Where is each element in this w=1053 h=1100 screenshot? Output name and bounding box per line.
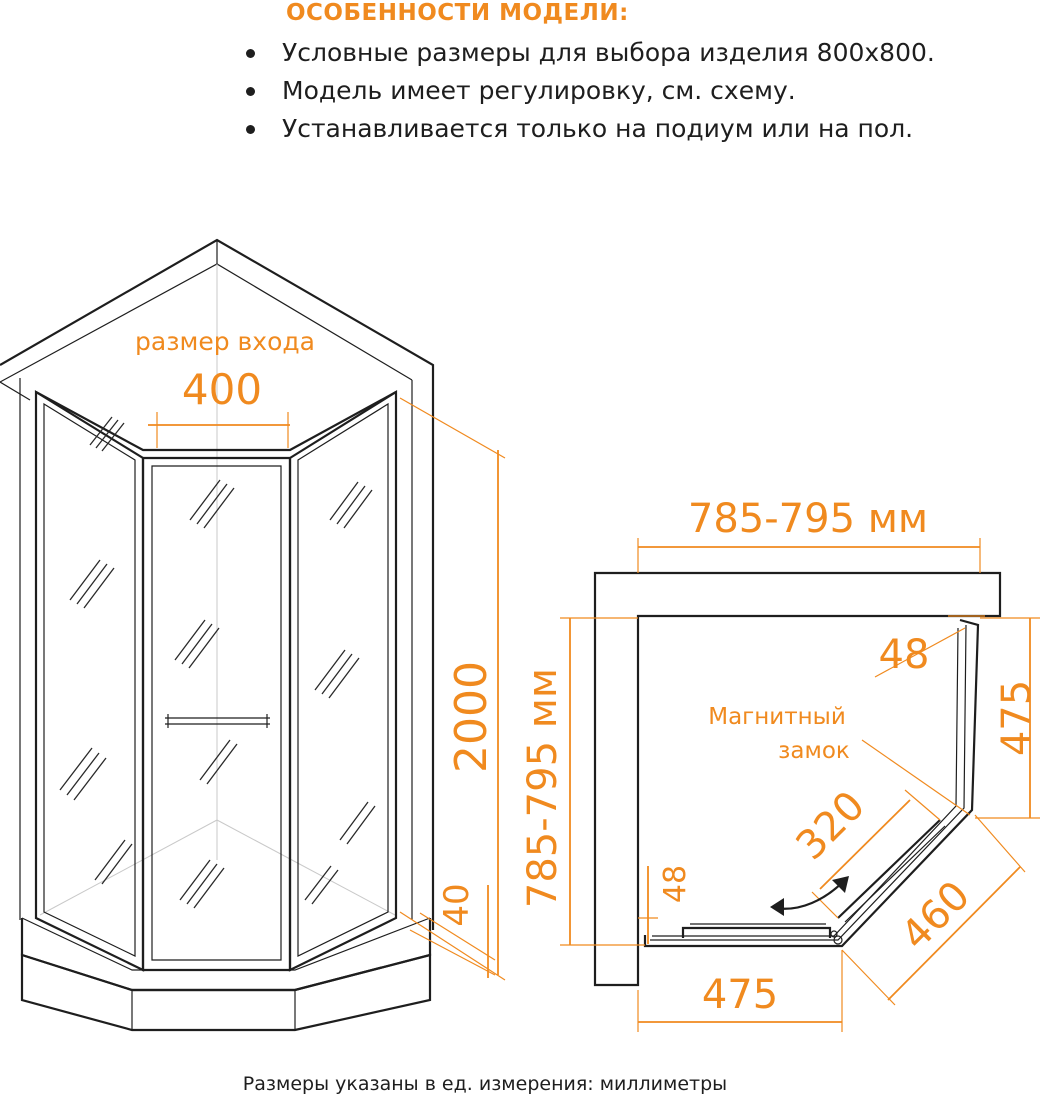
diagonal-value: 460 (893, 873, 980, 960)
side-offset-left-value: 48 (658, 865, 693, 903)
features-list: Условные размеры для выбора изделия 800х… (246, 34, 935, 148)
magnet-label-line2: замок (778, 738, 850, 764)
side-offset-top-value: 48 (879, 632, 930, 678)
entrance-label: размер входа (135, 327, 315, 356)
plan-view-drawing (560, 538, 1040, 1032)
entrance-width-value: 400 (182, 365, 262, 414)
side-depth-value: 475 (994, 680, 1040, 756)
plan-width-value: 785-795 мм (688, 496, 928, 542)
tray-height-value: 40 (437, 883, 477, 926)
feature-item: Модель имеет регулировку, см. схему. (246, 72, 935, 110)
glass-reflection-lines (59, 416, 376, 909)
door-width-value: 320 (788, 783, 875, 870)
front-view-drawing (0, 238, 506, 1032)
height-value: 2000 (446, 661, 497, 773)
units-footnote: Размеры указаны в ед. измерения: миллиме… (242, 1073, 728, 1095)
plan-depth-value: 785-795 мм (520, 668, 566, 908)
feature-item: Условные размеры для выбора изделия 800х… (246, 34, 935, 72)
magnet-label-line1: Магнитный (708, 704, 846, 730)
bottom-width-value: 475 (702, 972, 778, 1018)
features-title: ОСОБЕННОСТИ МОДЕЛИ: (286, 0, 629, 26)
feature-item: Устанавливается только на подиум или на … (246, 110, 935, 148)
